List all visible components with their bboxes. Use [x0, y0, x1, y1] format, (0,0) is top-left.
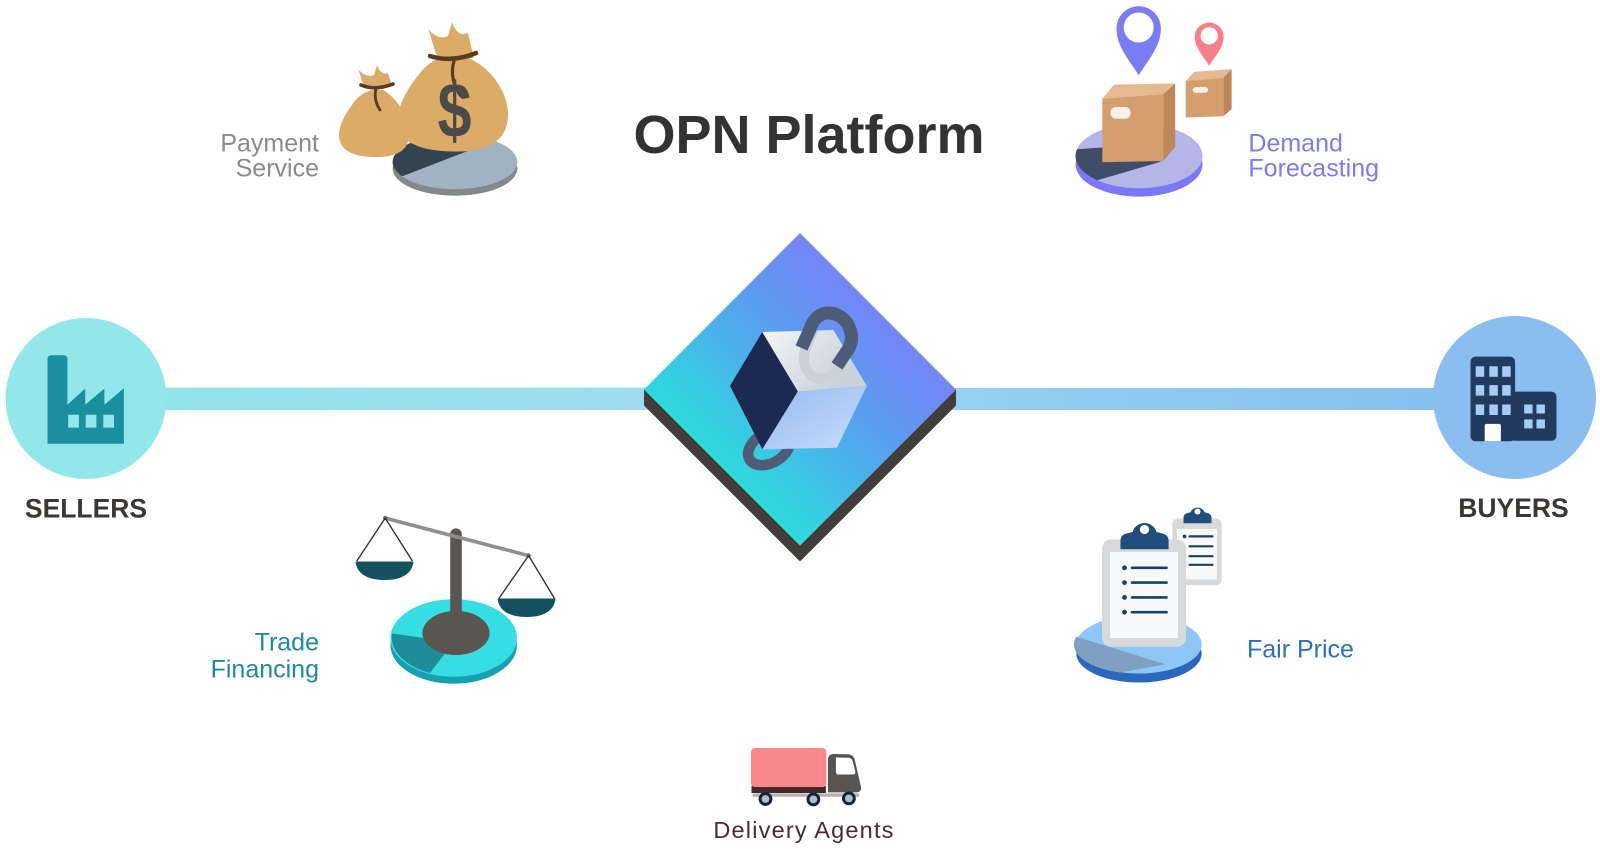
svg-text:Financing: Financing: [211, 655, 319, 683]
svg-text:Forecasting: Forecasting: [1248, 155, 1379, 183]
svg-text:$: $: [438, 67, 472, 154]
svg-text:Trade: Trade: [255, 629, 319, 657]
svg-text:BUYERS: BUYERS: [1458, 493, 1568, 523]
svg-text:Service: Service: [236, 155, 319, 183]
svg-text:Fair Price: Fair Price: [1247, 636, 1354, 664]
svg-text:Payment: Payment: [220, 130, 319, 158]
svg-text:Delivery Agents: Delivery Agents: [713, 817, 894, 843]
svg-text:OPN Platform: OPN Platform: [633, 105, 984, 165]
svg-text:Demand: Demand: [1248, 130, 1343, 158]
svg-text:SELLERS: SELLERS: [25, 494, 147, 524]
